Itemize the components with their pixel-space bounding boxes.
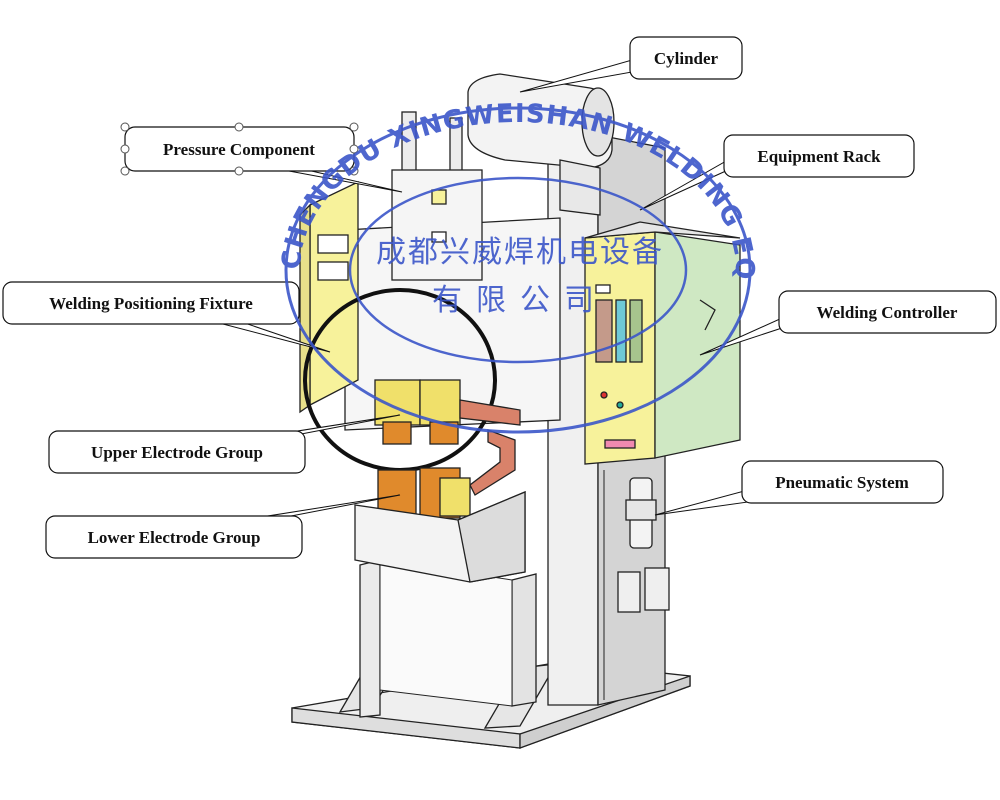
cylinder-body <box>467 73 615 216</box>
callout-welding-positioning-fixture-box <box>2 281 300 325</box>
machine-illustration <box>291 73 741 749</box>
pneumatic-system-parts <box>617 477 670 613</box>
label-lower-electrode-group: Lower Electrode Group <box>88 528 261 547</box>
label-pressure-component: Pressure Component <box>163 140 315 159</box>
copper-busbar <box>469 429 516 496</box>
label-welding-controller: Welding Controller <box>817 303 958 322</box>
label-upper-electrode-group: Upper Electrode Group <box>91 443 263 462</box>
welding-controller-box <box>584 221 741 465</box>
callout-welding-controller-box <box>778 290 997 334</box>
selection-handles <box>120 122 359 176</box>
label-cylinder: Cylinder <box>654 49 719 68</box>
lower-support-table <box>354 491 526 583</box>
callout-cylinder-box <box>629 36 743 80</box>
callout-labels: Cylinder Pressure Component Equipment Ra… <box>49 49 958 547</box>
callout-lower-electrode-group-box <box>45 515 303 559</box>
stamp-cn-line2: 有限公司 <box>432 283 608 318</box>
callout-upper-electrode-group-box <box>48 430 306 474</box>
callout-boxes <box>2 36 997 559</box>
front-frame <box>359 559 537 718</box>
leader-pneumatic-system <box>654 489 749 516</box>
callout-pneumatic-system-box <box>741 460 944 504</box>
label-pneumatic-system: Pneumatic System <box>775 473 909 492</box>
label-welding-positioning-fixture: Welding Positioning Fixture <box>49 294 253 313</box>
callout-equipment-rack-box <box>723 134 915 178</box>
lower-electrode-assembly <box>377 467 471 519</box>
label-equipment-rack: Equipment Rack <box>757 147 881 166</box>
stamp-cn-line1: 成都兴威焊机电设备 <box>376 235 664 270</box>
